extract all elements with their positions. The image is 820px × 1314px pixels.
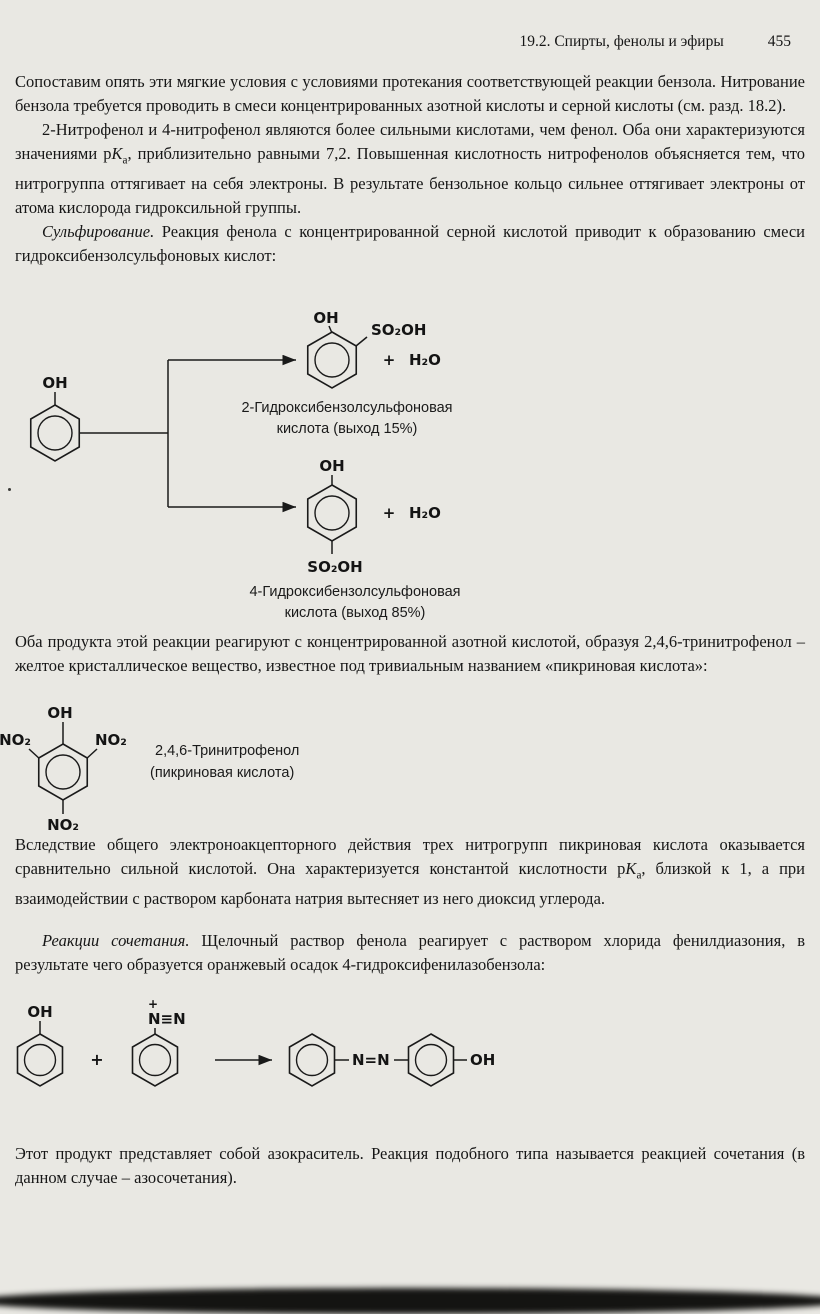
phenol-reactant: OH <box>16 1003 64 1087</box>
paragraph-azo-dye: Этот продукт представляет собой азокраси… <box>15 1144 805 1187</box>
paragraph-coupling-intro: Реакции сочетания. Щелочный раствор фено… <box>15 931 805 974</box>
diazonium-reactant: + N≡N <box>131 998 186 1087</box>
text-block-1: Сопоставим опять эти мягкие условия с ус… <box>15 70 805 268</box>
picric-acid-structure: OH NO₂ NO₂ NO₂ 2,4,6-Тринитрофенол (пикр… <box>0 704 299 834</box>
hydroxyl-label: OH <box>27 1003 52 1021</box>
positive-charge: + <box>148 998 158 1011</box>
sulfo-bond <box>355 336 368 347</box>
hydroxyl-label: OH <box>42 374 67 392</box>
benzene-ring <box>29 404 81 462</box>
page-number: 455 <box>767 33 791 50</box>
benzene-ring <box>131 1033 179 1087</box>
nitro-group-label: NO₂ <box>95 731 127 749</box>
section-title: 19.2. Спирты, фенолы и эфиры <box>519 33 724 50</box>
benzene-ring <box>407 1033 455 1087</box>
compound-name-line2: кислота (выход 85%) <box>285 605 426 621</box>
nitro-group-label: NO₂ <box>47 816 79 834</box>
benzene-ring <box>37 743 89 801</box>
diazonium-group-label: N≡N <box>148 1010 186 1028</box>
nitro-group-label: NO₂ <box>0 731 31 749</box>
compound-name-line1: 4-Гидроксибензолсульфоновая <box>249 584 460 600</box>
azo-product: N=N OH <box>288 1033 495 1087</box>
compound-name-line1: 2-Гидроксибензолсульфоновая <box>241 400 452 416</box>
paragraph-benzene-comparison: Сопоставим опять эти мягкие условия с ус… <box>15 72 805 115</box>
phenol-reactant: OH <box>29 374 81 462</box>
scan-edge-shadow <box>0 1288 820 1314</box>
compound-name-line2: (пикриновая кислота) <box>150 765 294 781</box>
azo-coupling-scheme: OH + + N≡N N=N OH <box>16 998 495 1087</box>
water-label: H₂O <box>409 504 441 522</box>
hydroxyl-label: OH <box>319 457 344 475</box>
compound-name-line2: кислота (выход 15%) <box>277 421 418 437</box>
nitro-bond-right <box>86 748 98 759</box>
hydroxyl-label: OH <box>313 309 338 327</box>
sulfo-group-label: SO₂OH <box>371 321 426 339</box>
sulfo-group-label: SO₂OH <box>307 558 362 576</box>
branch-connector <box>80 354 296 513</box>
benzene-ring <box>288 1033 336 1087</box>
plus-sign: + <box>383 504 396 522</box>
benzene-ring <box>306 484 358 542</box>
plus-sign: + <box>90 1050 103 1069</box>
paragraph-sulfonation-intro: Сульфирование. Реакция фенола с концентр… <box>15 222 805 266</box>
paragraph-nitrophenols: 2-Нитрофенол и 4-нитрофенол являются бол… <box>15 120 806 218</box>
benzene-ring <box>16 1033 64 1087</box>
ortho-product: OH SO₂OH + H₂O 2-Гидроксибензолсульфонов… <box>241 309 452 437</box>
plus-sign: + <box>383 351 396 369</box>
text-block-2: Оба продукта этой реакции реагируют с ко… <box>15 630 805 678</box>
text-block-5: Этот продукт представляет собой азокраси… <box>15 1142 805 1190</box>
para-product: OH SO₂OH + H₂O 4-Гидроксибензолсульфонов… <box>249 457 460 621</box>
text-block-4: Реакции сочетания. Щелочный раствор фено… <box>15 929 805 977</box>
scan-artifact-dot <box>8 488 11 491</box>
compound-name-line1: 2,4,6-Тринитрофенол <box>155 743 299 759</box>
page-header: 19.2. Спирты, фенолы и эфиры 455 <box>15 33 791 51</box>
hydroxyl-label: OH <box>470 1051 495 1069</box>
sulfonation-scheme: OH OH SO₂OH + H₂O 2-Гидроксибензолсульфо… <box>29 309 461 621</box>
hydroxyl-label: OH <box>47 704 72 722</box>
benzene-ring <box>306 331 358 389</box>
paragraph-picric-intro: Оба продукта этой реакции реагируют с ко… <box>15 632 805 675</box>
nitro-bond-left <box>28 748 40 759</box>
water-label: H₂O <box>409 351 441 369</box>
paragraph-picric-acidity: Вследствие общего электроноакцепторного … <box>15 835 805 909</box>
azo-group-label: N=N <box>352 1051 390 1069</box>
text-block-3: Вследствие общего электроноакцепторного … <box>15 833 805 911</box>
